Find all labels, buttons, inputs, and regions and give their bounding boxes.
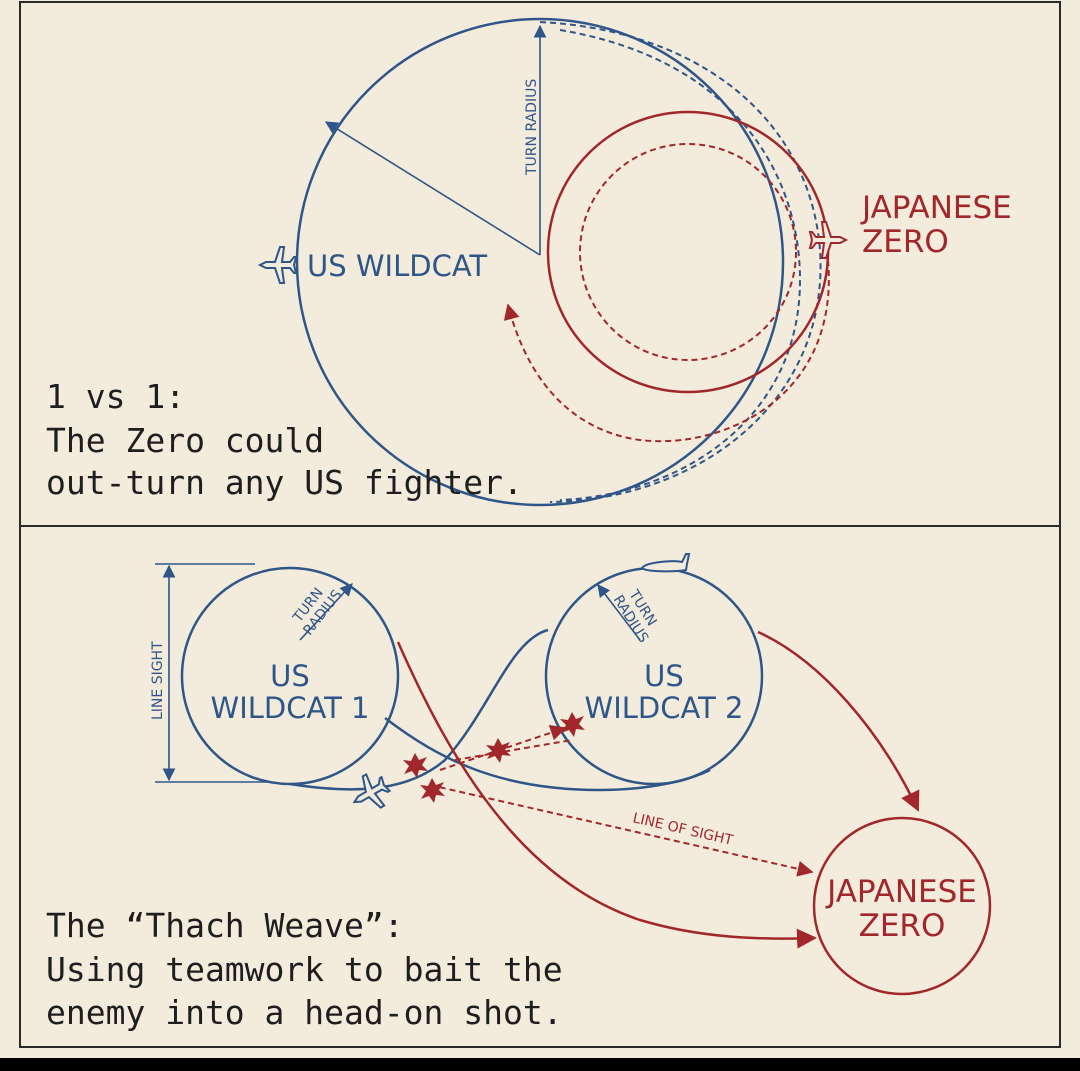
outer-frame [19, 1, 1061, 1048]
turn-radius-diagonal [324, 121, 541, 256]
zero-inner-dashed-circle [579, 143, 797, 361]
bottom-caption-line2: Using teamwork to bait the [46, 950, 563, 989]
us-dashed-path [539, 21, 822, 503]
line-of-sight-dashed [429, 784, 814, 877]
us-plane-icon [352, 772, 392, 809]
zero-label-line2: ZERO [859, 908, 946, 944]
wildcat1-label-line1: US [270, 659, 310, 693]
bottom-panel: LINE SIGHT TURN RADIUS US WILDCAT 1 TURN… [46, 553, 992, 1032]
zero-circle [812, 816, 992, 996]
us-dashed-path-2 [559, 29, 802, 501]
us-plane-icon [640, 553, 691, 573]
zero-plane-icon [808, 221, 849, 259]
zero-label-line2: ZERO [862, 224, 949, 260]
turn-radius-label: TURN RADIUS [524, 79, 540, 176]
zero-turn-circle [546, 110, 830, 394]
bottom-caption-line1: The “Thach Weave”: [46, 906, 404, 945]
wildcat2-radius-arrow [597, 583, 641, 641]
weave-path-1 [289, 628, 549, 791]
zero-label-line1: JAPANESE [825, 874, 977, 910]
top-caption-line3: out-turn any US fighter. [46, 463, 523, 502]
line-of-sight-label: LINE OF SIGHT [631, 810, 735, 849]
us-wildcat-label: US WILDCAT [307, 249, 487, 283]
zero-dashed-pursuit [503, 259, 830, 443]
top-panel: TURN RADIUS US WILDCAT JAPANESE ZERO 1 v… [46, 17, 1012, 507]
wildcat2-label-line2: WILDCAT 2 [585, 691, 744, 725]
us-turn-circle [295, 17, 785, 507]
bottom-strip [0, 1058, 1080, 1071]
zero-path-weave [396, 641, 817, 949]
wildcat1-radius-arrow [299, 583, 353, 641]
bottom-caption-line3: enemy into a head-on shot. [46, 993, 563, 1032]
explosion-icon [403, 712, 585, 803]
us-plane-icon [257, 246, 298, 284]
zero-path-top [757, 630, 920, 812]
wildcat2-label-line1: US [644, 659, 684, 693]
fire-line-2 [454, 739, 573, 761]
top-caption-line2: The Zero could [46, 421, 324, 460]
wildcat1-label-line2: WILDCAT 1 [211, 691, 370, 725]
weave-path-2 [384, 717, 711, 792]
zero-label-line1: JAPANESE [860, 190, 1012, 226]
line-sight-label: LINE SIGHT [150, 641, 166, 720]
top-caption-line1: 1 vs 1: [46, 377, 185, 416]
